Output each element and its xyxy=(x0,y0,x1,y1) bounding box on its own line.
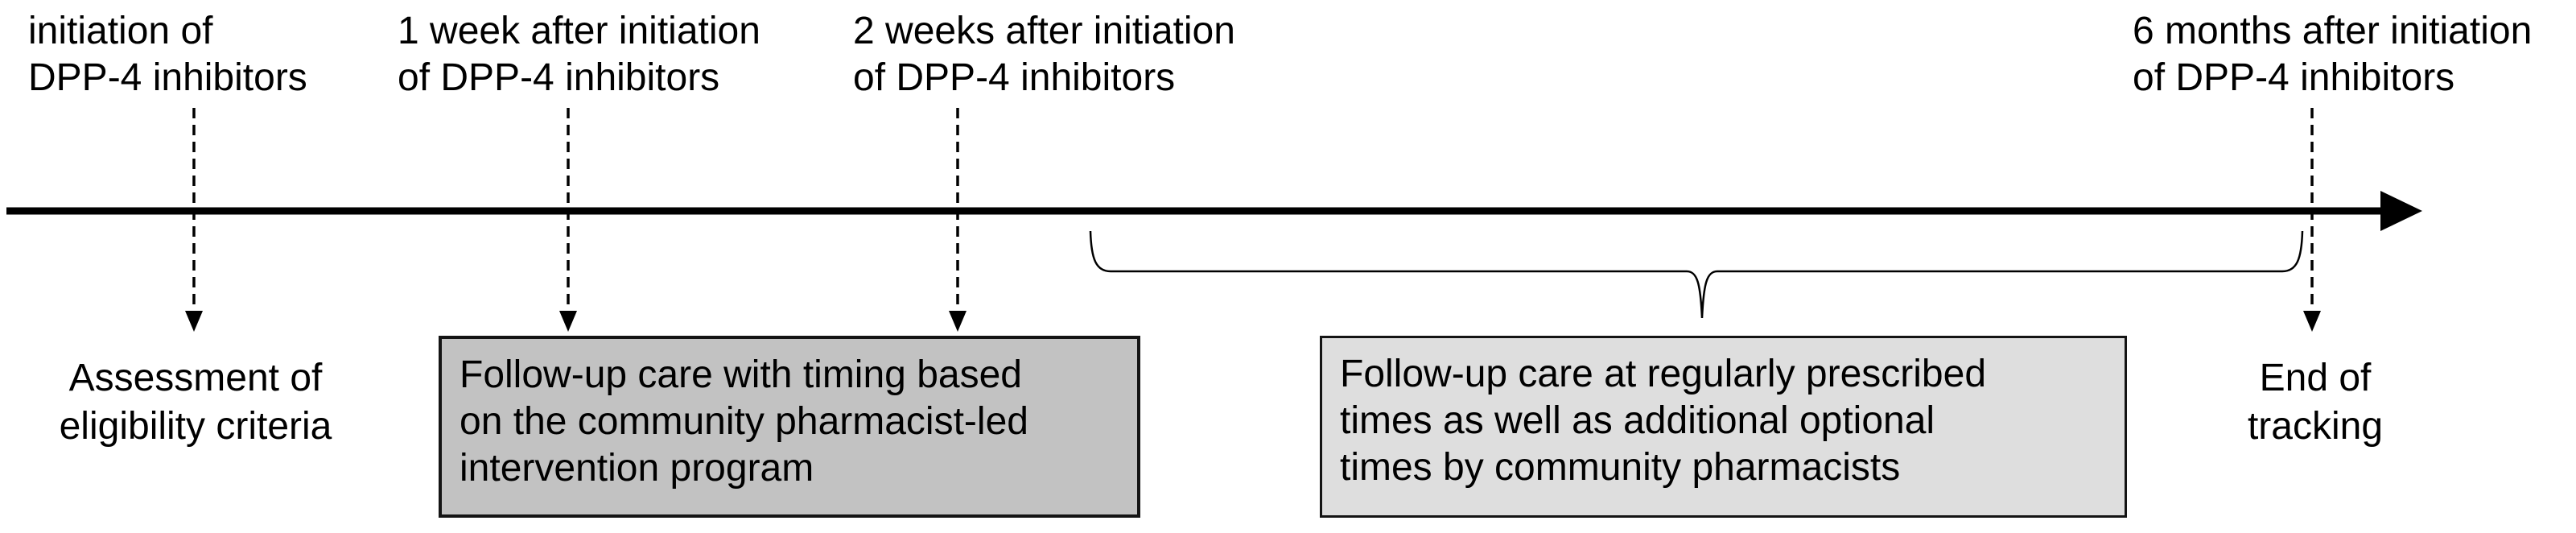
down-arrowhead-icon xyxy=(185,311,203,332)
dashed-arrow-1-week xyxy=(559,108,577,332)
timepoint-label-2-weeks: 2 weeks after initiation of DPP-4 inhibi… xyxy=(853,8,1235,101)
assessment-line: Assessment of xyxy=(68,357,323,399)
intervention-box-line: Follow-up care with timing based xyxy=(460,353,1022,396)
timepoint-line: of DPP-4 inhibitors xyxy=(398,56,720,99)
timepoint-label-1-week: 1 week after initiation of DPP-4 inhibit… xyxy=(398,8,760,101)
timepoint-label-6-months: 6 months after initiation of DPP-4 inhib… xyxy=(2133,8,2532,101)
timeline-arrow xyxy=(6,191,2422,231)
usual-care-box: Follow-up care at regularly prescribed t… xyxy=(1320,336,2127,518)
assessment-line: eligibility criteria xyxy=(59,405,332,448)
end-of-tracking-label: End of tracking xyxy=(2203,354,2428,451)
timepoint-label-initiation: initiation of DPP-4 inhibitors xyxy=(28,8,307,101)
timepoint-line: DPP-4 inhibitors xyxy=(28,56,307,99)
intervention-box-line: intervention program xyxy=(460,447,814,490)
timepoint-line: 6 months after initiation xyxy=(2133,10,2533,52)
timepoint-line: of DPP-4 inhibitors xyxy=(2133,56,2455,99)
dashed-arrow-6-months xyxy=(2303,108,2321,332)
intervention-box-line: on the community pharmacist-led xyxy=(460,400,1028,443)
end-of-tracking-line: tracking xyxy=(2247,405,2384,448)
usual-care-box-line: times as well as additional optional xyxy=(1340,399,1935,442)
dashed-arrow-initiation xyxy=(185,108,203,332)
dashed-arrow-2-weeks xyxy=(949,108,967,332)
timepoint-line: of DPP-4 inhibitors xyxy=(853,56,1176,99)
timeline-arrowhead-icon xyxy=(2380,191,2422,231)
intervention-program-box: Follow-up care with timing based on the … xyxy=(439,336,1140,518)
down-arrowhead-icon xyxy=(559,311,577,332)
timepoint-line: initiation of xyxy=(28,10,213,52)
curly-brace xyxy=(1089,230,2304,319)
usual-care-box-line: times by community pharmacists xyxy=(1340,446,1901,489)
assessment-label: Assessment of eligibility criteria xyxy=(31,354,361,451)
down-arrowhead-icon xyxy=(949,311,967,332)
usual-care-box-line: Follow-up care at regularly prescribed xyxy=(1340,353,1987,395)
timepoint-line: 1 week after initiation xyxy=(398,10,760,52)
timepoint-line: 2 weeks after initiation xyxy=(853,10,1235,52)
end-of-tracking-line: End of xyxy=(2259,357,2372,399)
down-arrowhead-icon xyxy=(2303,311,2321,332)
